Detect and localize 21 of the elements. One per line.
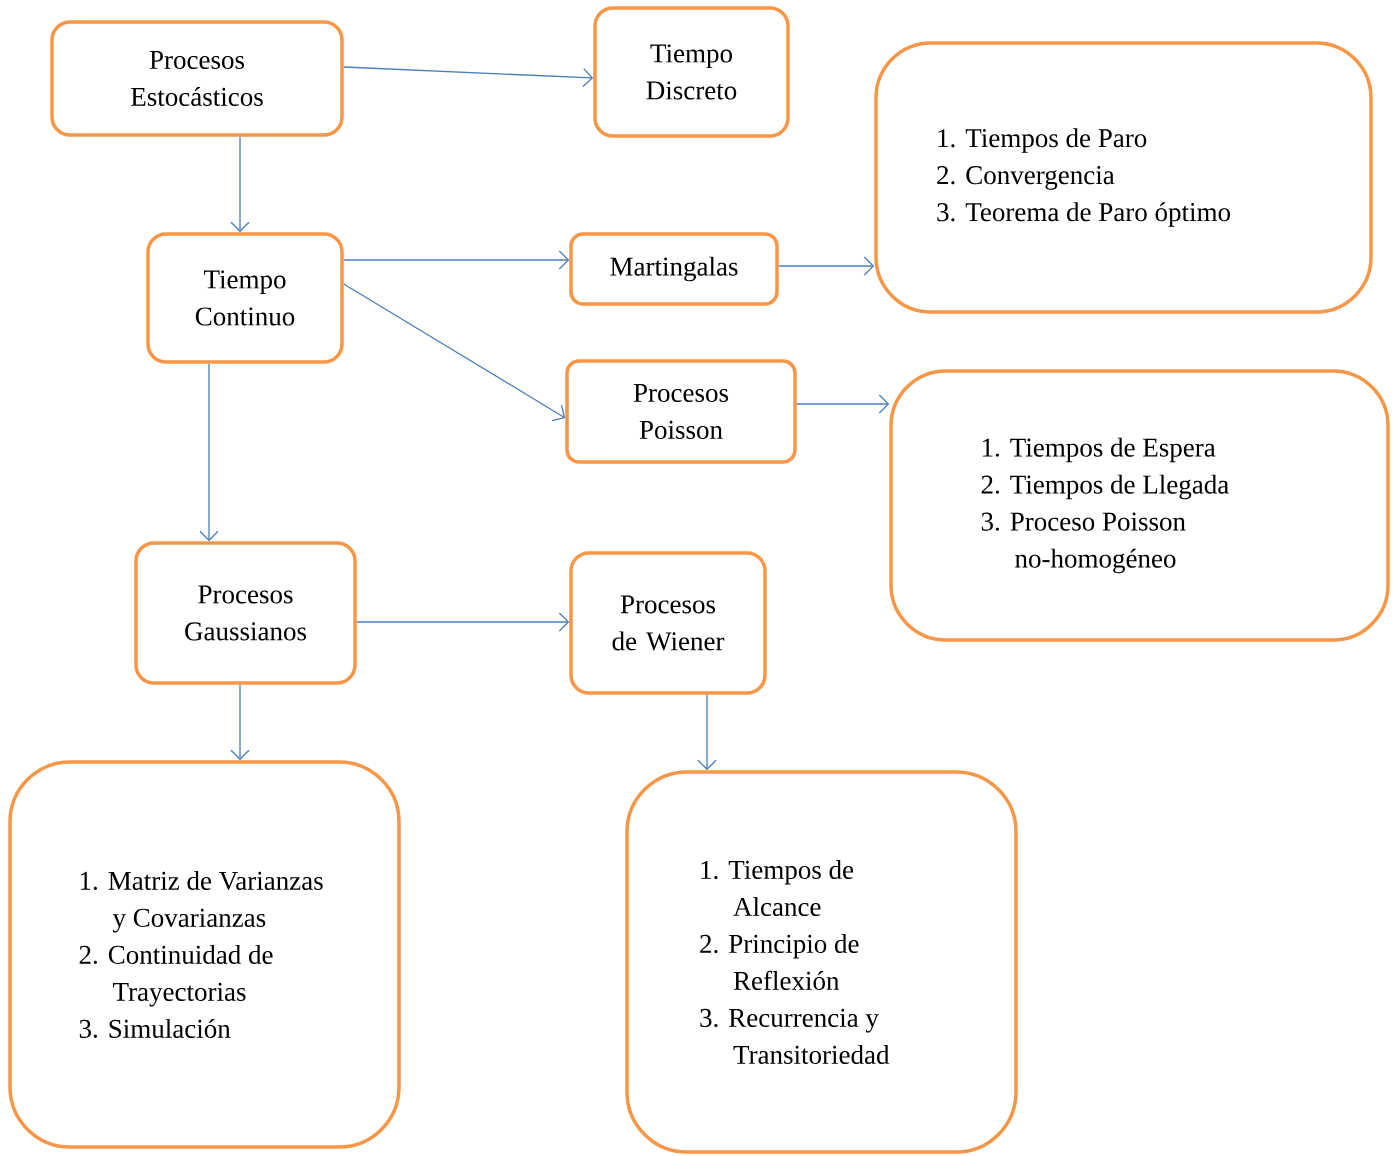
process-box: Tiempo Discreto — [593, 6, 790, 138]
arrow — [343, 66, 594, 88]
process-box: Procesos Estocásticos — [50, 20, 344, 137]
arrow — [796, 394, 890, 414]
list-box: 1. Matriz de Varianzas y Covarianzas 2. Continuidad de Trayectorias 3. Simulación — [8, 760, 401, 1149]
list-box: 1. Tiempos de Alcance 2. Principio de Reflexión 3. Recurrencia y Transitoriedad — [625, 770, 1018, 1154]
process-box: Procesos Gaussianos — [134, 541, 357, 685]
process-box: Procesos de Wiener — [569, 551, 767, 695]
list-box: 1. Tiempos de Paro 2. Convergencia 3. Teorema de Paro óptimo — [874, 41, 1373, 314]
arrow — [778, 256, 875, 276]
arrow — [697, 694, 717, 771]
process-box: Tiempo Continuo — [146, 232, 344, 364]
arrow — [343, 250, 570, 270]
arrow — [199, 363, 219, 542]
process-box: Procesos Poisson — [565, 359, 797, 464]
arrow — [230, 136, 250, 233]
arrow — [230, 684, 250, 761]
arrow — [356, 612, 570, 632]
list-box: 1. Tiempos de Espera 2. Tiempos de Llegada 3. Proceso Poisson no-homogéneo — [889, 369, 1390, 642]
process-box: Martingalas — [569, 232, 779, 306]
arrow — [343, 283, 566, 422]
